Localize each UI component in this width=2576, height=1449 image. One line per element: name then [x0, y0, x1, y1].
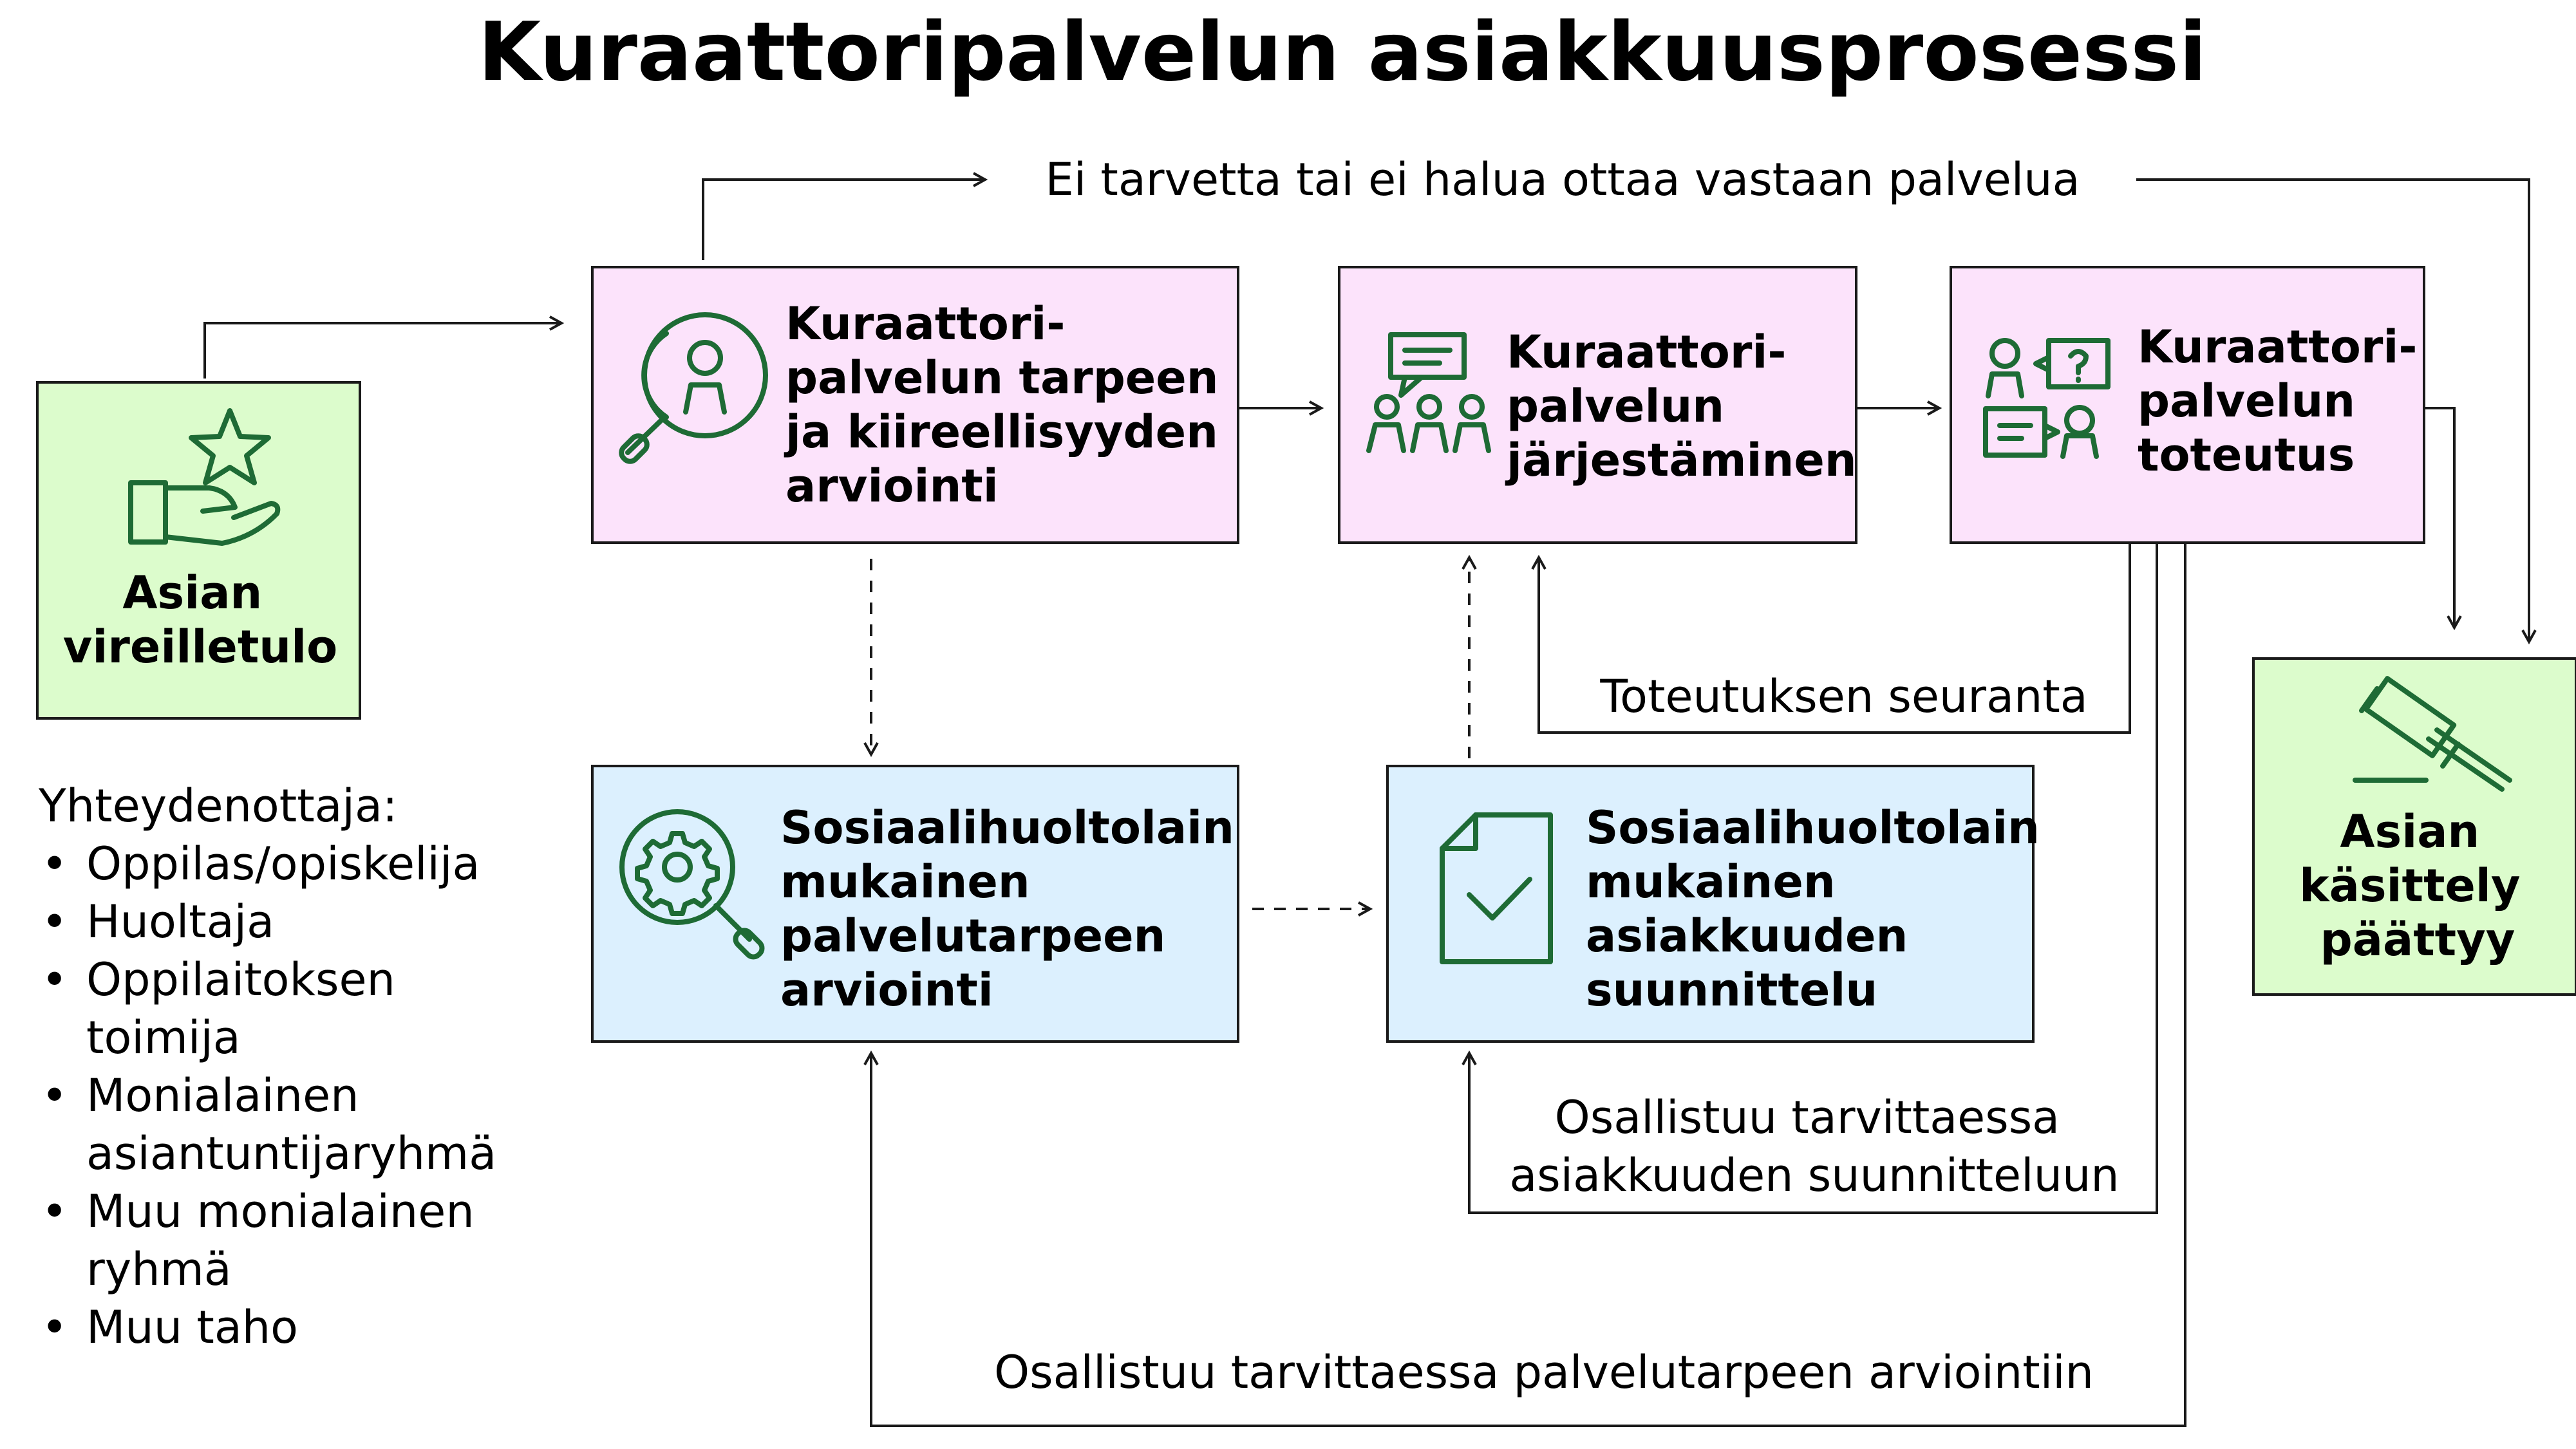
- node-social-planning-line: asiakkuuden: [1586, 910, 1908, 962]
- contact-list-item-line: Oppilaitoksen: [86, 953, 395, 1006]
- node-social-assessment-line: palvelutarpeen: [780, 910, 1165, 962]
- edge-implementation-to-end: [2424, 407, 2454, 628]
- node-organizing-label: Kuraattori- palvelun järjestäminen: [1505, 326, 1857, 487]
- node-end-label: Asian käsittely päättyy: [2299, 805, 2536, 966]
- node-social-planning-line: suunnittelu: [1586, 964, 1877, 1016]
- contact-list-item: Muu monialainen ryhmä: [86, 1185, 489, 1296]
- contact-list-item-line: Monialainen: [86, 1069, 359, 1122]
- contact-list-item-line: asiantuntijaryhmä: [86, 1127, 496, 1180]
- node-implementation-line: toteutus: [2138, 429, 2355, 481]
- edge-label-no-need: Ei tarvetta tai ei halua ottaa vastaan p…: [1046, 153, 2080, 206]
- document-check-icon: [1440, 812, 1553, 964]
- node-organizing[interactable]: Kuraattori- palvelun järjestäminen: [1338, 266, 1857, 544]
- node-organizing-line: Kuraattori-: [1507, 326, 1786, 379]
- bullet-icon: •: [41, 1185, 68, 1238]
- node-assessment-line: arviointi: [785, 460, 999, 512]
- edge-start-to-assessment: [203, 323, 561, 379]
- edge-label-participates-assessment: Osallistuu tarvittaessa palvelutarpeen a…: [994, 1346, 2094, 1399]
- edge-implementation-to-planning: [1469, 543, 2158, 1214]
- node-assessment[interactable]: Kuraattori- palvelun tarpeen ja kiireell…: [591, 266, 1239, 544]
- connectors: [203, 178, 2529, 1427]
- node-implementation-box: [1950, 266, 2425, 544]
- edge-label-participates-planning: Osallistuu tarvittaessa asiakkuuden suun…: [1509, 1091, 2119, 1202]
- hand-star-icon: [128, 408, 281, 546]
- node-implementation-line: Kuraattori-: [2138, 321, 2417, 373]
- node-implementation-line: palvelun: [2138, 375, 2355, 427]
- node-assessment-label: Kuraattori- palvelun tarpeen ja kiireell…: [784, 297, 1234, 512]
- node-social-assessment-line: mukainen: [780, 855, 1030, 908]
- node-start: Asian vireilletulo: [36, 381, 361, 720]
- gavel-icon: [2353, 676, 2512, 792]
- node-assessment-line: ja kiireellisyyden: [784, 406, 1218, 458]
- edge-no-need-to-end: [2136, 178, 2529, 642]
- bullet-icon: •: [41, 895, 68, 948]
- group-chat-icon: [1366, 332, 1491, 453]
- bullet-icon: •: [41, 1069, 68, 1122]
- node-social-assessment[interactable]: Sosiaalihuoltolain mukainen palvelutarpe…: [591, 765, 1250, 1043]
- contact-list-item: Muu taho: [86, 1301, 298, 1354]
- node-social-planning-box: [1386, 765, 2035, 1043]
- contact-list-item: Oppilaitoksen toimija: [86, 953, 409, 1064]
- node-organizing-box: [1338, 266, 1857, 544]
- contact-list-item: Oppilas/opiskelija: [86, 837, 480, 890]
- conversation-icon: [1983, 338, 2111, 459]
- edge-label-line: asiakkuuden suunnitteluun: [1509, 1149, 2119, 1202]
- edge-no-need-arrow: [702, 180, 985, 260]
- node-social-planning-line: Sosiaalihuoltolain: [1586, 801, 2040, 854]
- contact-list-item-line: ryhmä: [86, 1243, 232, 1296]
- node-end-line: käsittely: [2299, 859, 2520, 912]
- contact-list-item: Monialainen asiantuntijaryhmä: [86, 1069, 496, 1180]
- node-end: Asian käsittely päättyy: [2252, 657, 2576, 996]
- magnifier-gear-icon: [619, 809, 765, 960]
- node-end-box: [2252, 657, 2576, 996]
- node-social-assessment-label: Sosiaalihuoltolain mukainen palvelutarpe…: [780, 801, 1250, 1016]
- node-social-planning-line: mukainen: [1586, 855, 1836, 908]
- bullet-icon: •: [41, 953, 68, 1006]
- node-start-label: Asian vireilletulo: [63, 566, 337, 673]
- node-social-planning-label: Sosiaalihuoltolain mukainen asiakkuuden …: [1586, 801, 2055, 1016]
- node-social-planning[interactable]: Sosiaalihuoltolain mukainen asiakkuuden …: [1386, 765, 2055, 1043]
- node-start-line: Asian: [122, 566, 262, 619]
- node-implementation-label: Kuraattori- palvelun toteutus: [2138, 321, 2433, 481]
- node-implementation[interactable]: Kuraattori- palvelun toteutus: [1950, 266, 2433, 544]
- node-social-assessment-line: arviointi: [780, 964, 993, 1016]
- bullet-icon: •: [41, 1301, 68, 1354]
- edge-follow-up: [1539, 543, 2131, 734]
- contact-list-item-line: Muu monialainen: [86, 1185, 475, 1238]
- node-organizing-line: järjestäminen: [1505, 434, 1857, 487]
- node-social-assessment-line: Sosiaalihuoltolain: [780, 801, 1234, 854]
- edge-label-follow-up: Toteutuksen seuranta: [1599, 670, 2087, 723]
- diagram-title: Kuraattoripalvelun asiakkuusprosessi: [478, 5, 2207, 99]
- bullet-icon: •: [41, 837, 68, 890]
- node-organizing-line: palvelun: [1507, 380, 1724, 433]
- edge-implementation-to-social-assessment: [871, 543, 2186, 1427]
- contact-list: Yhteydenottaja: • Oppilas/opiskelija • H…: [38, 780, 496, 1354]
- contact-list-heading: Yhteydenottaja:: [38, 780, 397, 832]
- contact-list-item-line: toimija: [86, 1011, 241, 1064]
- node-assessment-line: Kuraattori-: [785, 297, 1065, 350]
- node-end-line: Asian: [2340, 805, 2479, 858]
- magnifier-person-icon: [619, 312, 768, 464]
- contact-list-item: Huoltaja: [86, 895, 274, 948]
- node-end-line: päättyy: [2320, 913, 2515, 966]
- edge-label-line: Osallistuu tarvittaessa: [1555, 1091, 2060, 1144]
- node-start-line: vireilletulo: [63, 621, 337, 673]
- node-assessment-line: palvelun tarpeen: [785, 351, 1219, 404]
